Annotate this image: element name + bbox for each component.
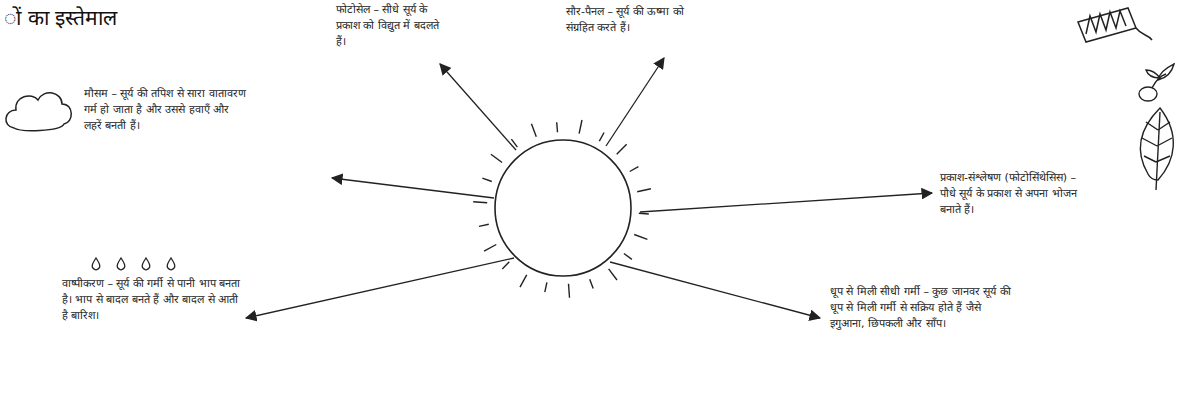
sun-ray xyxy=(634,235,647,240)
sun-ray xyxy=(482,178,491,181)
sun-ray xyxy=(599,133,604,142)
leader-arrows xyxy=(246,58,932,318)
evaporation-note: वाष्पीकरण – सूर्य की गर्मी से पानी भाप ब… xyxy=(62,276,244,324)
sun-ray xyxy=(624,254,632,260)
sun-ray xyxy=(545,282,547,292)
weather-note: मौसम – सूर्य की तपिश से सारा वातावरण गर्… xyxy=(84,86,246,134)
sun-ray xyxy=(491,154,502,162)
sun-ray xyxy=(484,245,496,252)
sun-ray xyxy=(531,124,536,137)
sun-ray xyxy=(569,284,570,298)
water-drops xyxy=(92,258,175,270)
seedling-icon xyxy=(1139,64,1174,101)
sun-ray xyxy=(630,167,639,172)
sun-ray xyxy=(639,213,649,215)
cloud-icon xyxy=(6,93,71,131)
sun-ray xyxy=(590,279,594,288)
sun-ray xyxy=(579,120,582,134)
leaf-icon xyxy=(1140,108,1173,190)
sun xyxy=(473,120,651,298)
direct-heat-note: धूप से मिली सीधी गर्मी – कुछ जानवर सूर्य… xyxy=(830,284,1016,332)
solar-panel-note: सौर-पैनल – सूर्य की ऊष्मा को संग्रहित कर… xyxy=(566,4,684,36)
solar-panel-icon xyxy=(1078,8,1152,42)
sun-ray xyxy=(609,269,617,280)
sun-ray xyxy=(502,262,509,269)
sun-ray xyxy=(637,189,651,192)
sun-ray xyxy=(617,144,627,154)
sun-ray xyxy=(473,202,487,203)
title: ों का इस्तेमाल xyxy=(4,6,117,31)
sun-ray xyxy=(479,224,489,226)
sun-ray xyxy=(556,122,558,132)
photosynthesis-note: प्रकाश-संश्लेषण (फोटोसिंथेसिस) – पौधे सू… xyxy=(940,170,1090,218)
sun-ray xyxy=(520,275,527,287)
photocell-note: फोटोसेल – सीधे सूर्य के प्रकाश को विद्यु… xyxy=(336,2,448,50)
